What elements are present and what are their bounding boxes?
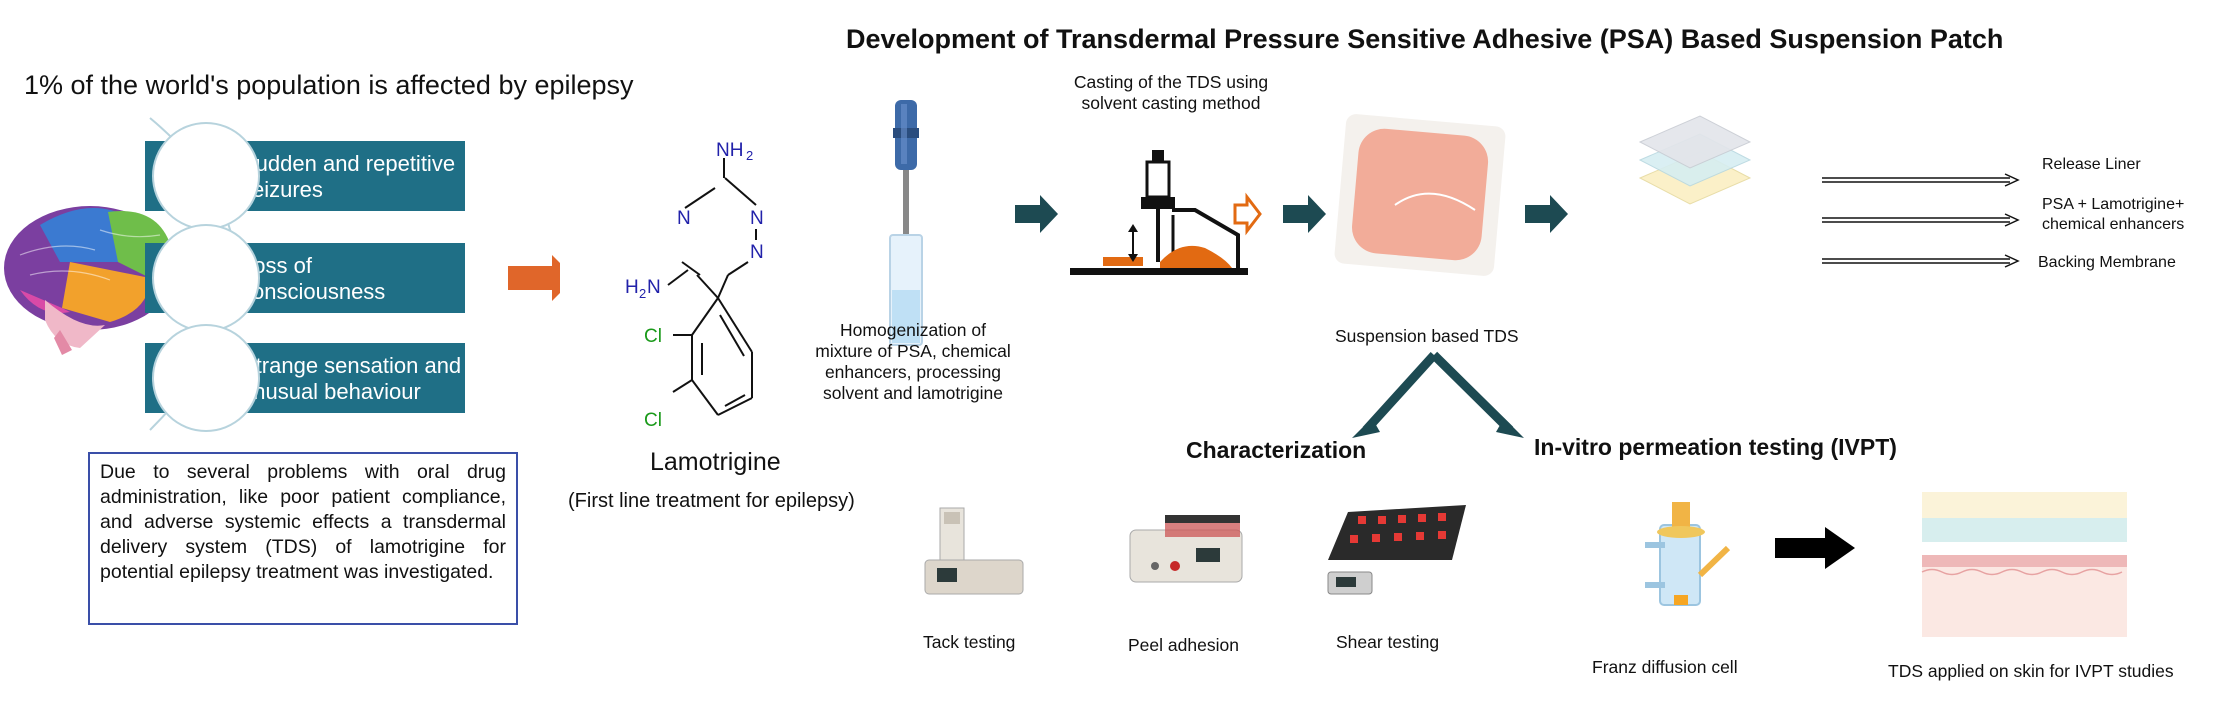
lamotrigine-structure: NH 2 N N N H 2 N Cl Cl [625, 140, 764, 431]
orange-arrow-icon [508, 255, 560, 301]
test-label: Shear testing [1336, 632, 1440, 652]
homogenizer-icon [889, 100, 923, 346]
atom-label: N [677, 208, 691, 229]
molecule-name: Lamotrigine [650, 448, 781, 476]
atom-label: 2 [746, 148, 753, 163]
teal-arrow-icon [1015, 195, 1058, 233]
atom-label: N [750, 208, 764, 229]
layer-stack-icon [1638, 115, 1752, 205]
split-arrows-icon [1362, 351, 1514, 434]
teal-arrow-icon [1525, 195, 1568, 233]
rationale-note: Due to several problems with oral drug a… [88, 452, 518, 625]
atom-label: 2 [639, 286, 646, 301]
suspension-label: Suspension based TDS [1335, 326, 1519, 346]
symptom-circle [152, 324, 260, 432]
teal-arrow-icon [1283, 195, 1326, 233]
molecule-caption: (First line treatment for epilepsy) [568, 490, 855, 512]
layer-label: Release Liner [2042, 156, 2141, 173]
casting-label: Casting of the TDS using solvent casting… [1073, 72, 1269, 113]
symptom-circle [152, 122, 260, 230]
figure-title: Development of Transdermal Pressure Sens… [846, 24, 2004, 54]
layer-label: PSA + Lamotrigine+ [2042, 196, 2185, 213]
characterization-heading: Characterization [1186, 437, 1367, 463]
split-arrow-head-right [1496, 418, 1524, 438]
left-panel-graphics [4, 117, 560, 431]
tack-tester-icon [924, 507, 1024, 595]
shear-tester-icon [1327, 505, 1466, 595]
casting-apparatus-icon [1070, 150, 1248, 275]
hollow-arrow-icon [1233, 192, 1262, 236]
atom-label: Cl [644, 326, 662, 347]
patch-icon [1334, 114, 1506, 276]
atom-label: NH [716, 140, 743, 161]
test-label: Tack testing [923, 632, 1016, 652]
layer-label: chemical enhancers [2042, 216, 2185, 233]
test-label: Peel adhesion [1128, 635, 1239, 655]
peel-tester-icon [1129, 515, 1243, 583]
ivpt-heading: In-vitro permeation testing (IVPT) [1534, 434, 1897, 460]
split-arrow-head-left [1352, 418, 1380, 438]
symptom-circle [152, 224, 260, 332]
layer-label: Backing Membrane [2038, 254, 2176, 271]
atom-label: H [625, 277, 639, 298]
atom-label: N [647, 277, 661, 298]
ivpt-label: Franz diffusion cell [1592, 657, 1738, 677]
layer-pointer-arrows [1822, 173, 2020, 268]
black-arrow-icon [1775, 527, 1855, 569]
ivpt-label: TDS applied on skin for IVPT studies [1888, 661, 2174, 681]
skin-layers-icon [1921, 492, 2127, 637]
atom-label: N [750, 242, 764, 263]
intro-text: 1% of the world's population is affected… [24, 70, 634, 100]
atom-label: Cl [644, 410, 662, 431]
homogenization-label: Homogenization of mixture of PSA, chemic… [815, 320, 1011, 403]
franz-cell-icon [1645, 502, 1731, 606]
